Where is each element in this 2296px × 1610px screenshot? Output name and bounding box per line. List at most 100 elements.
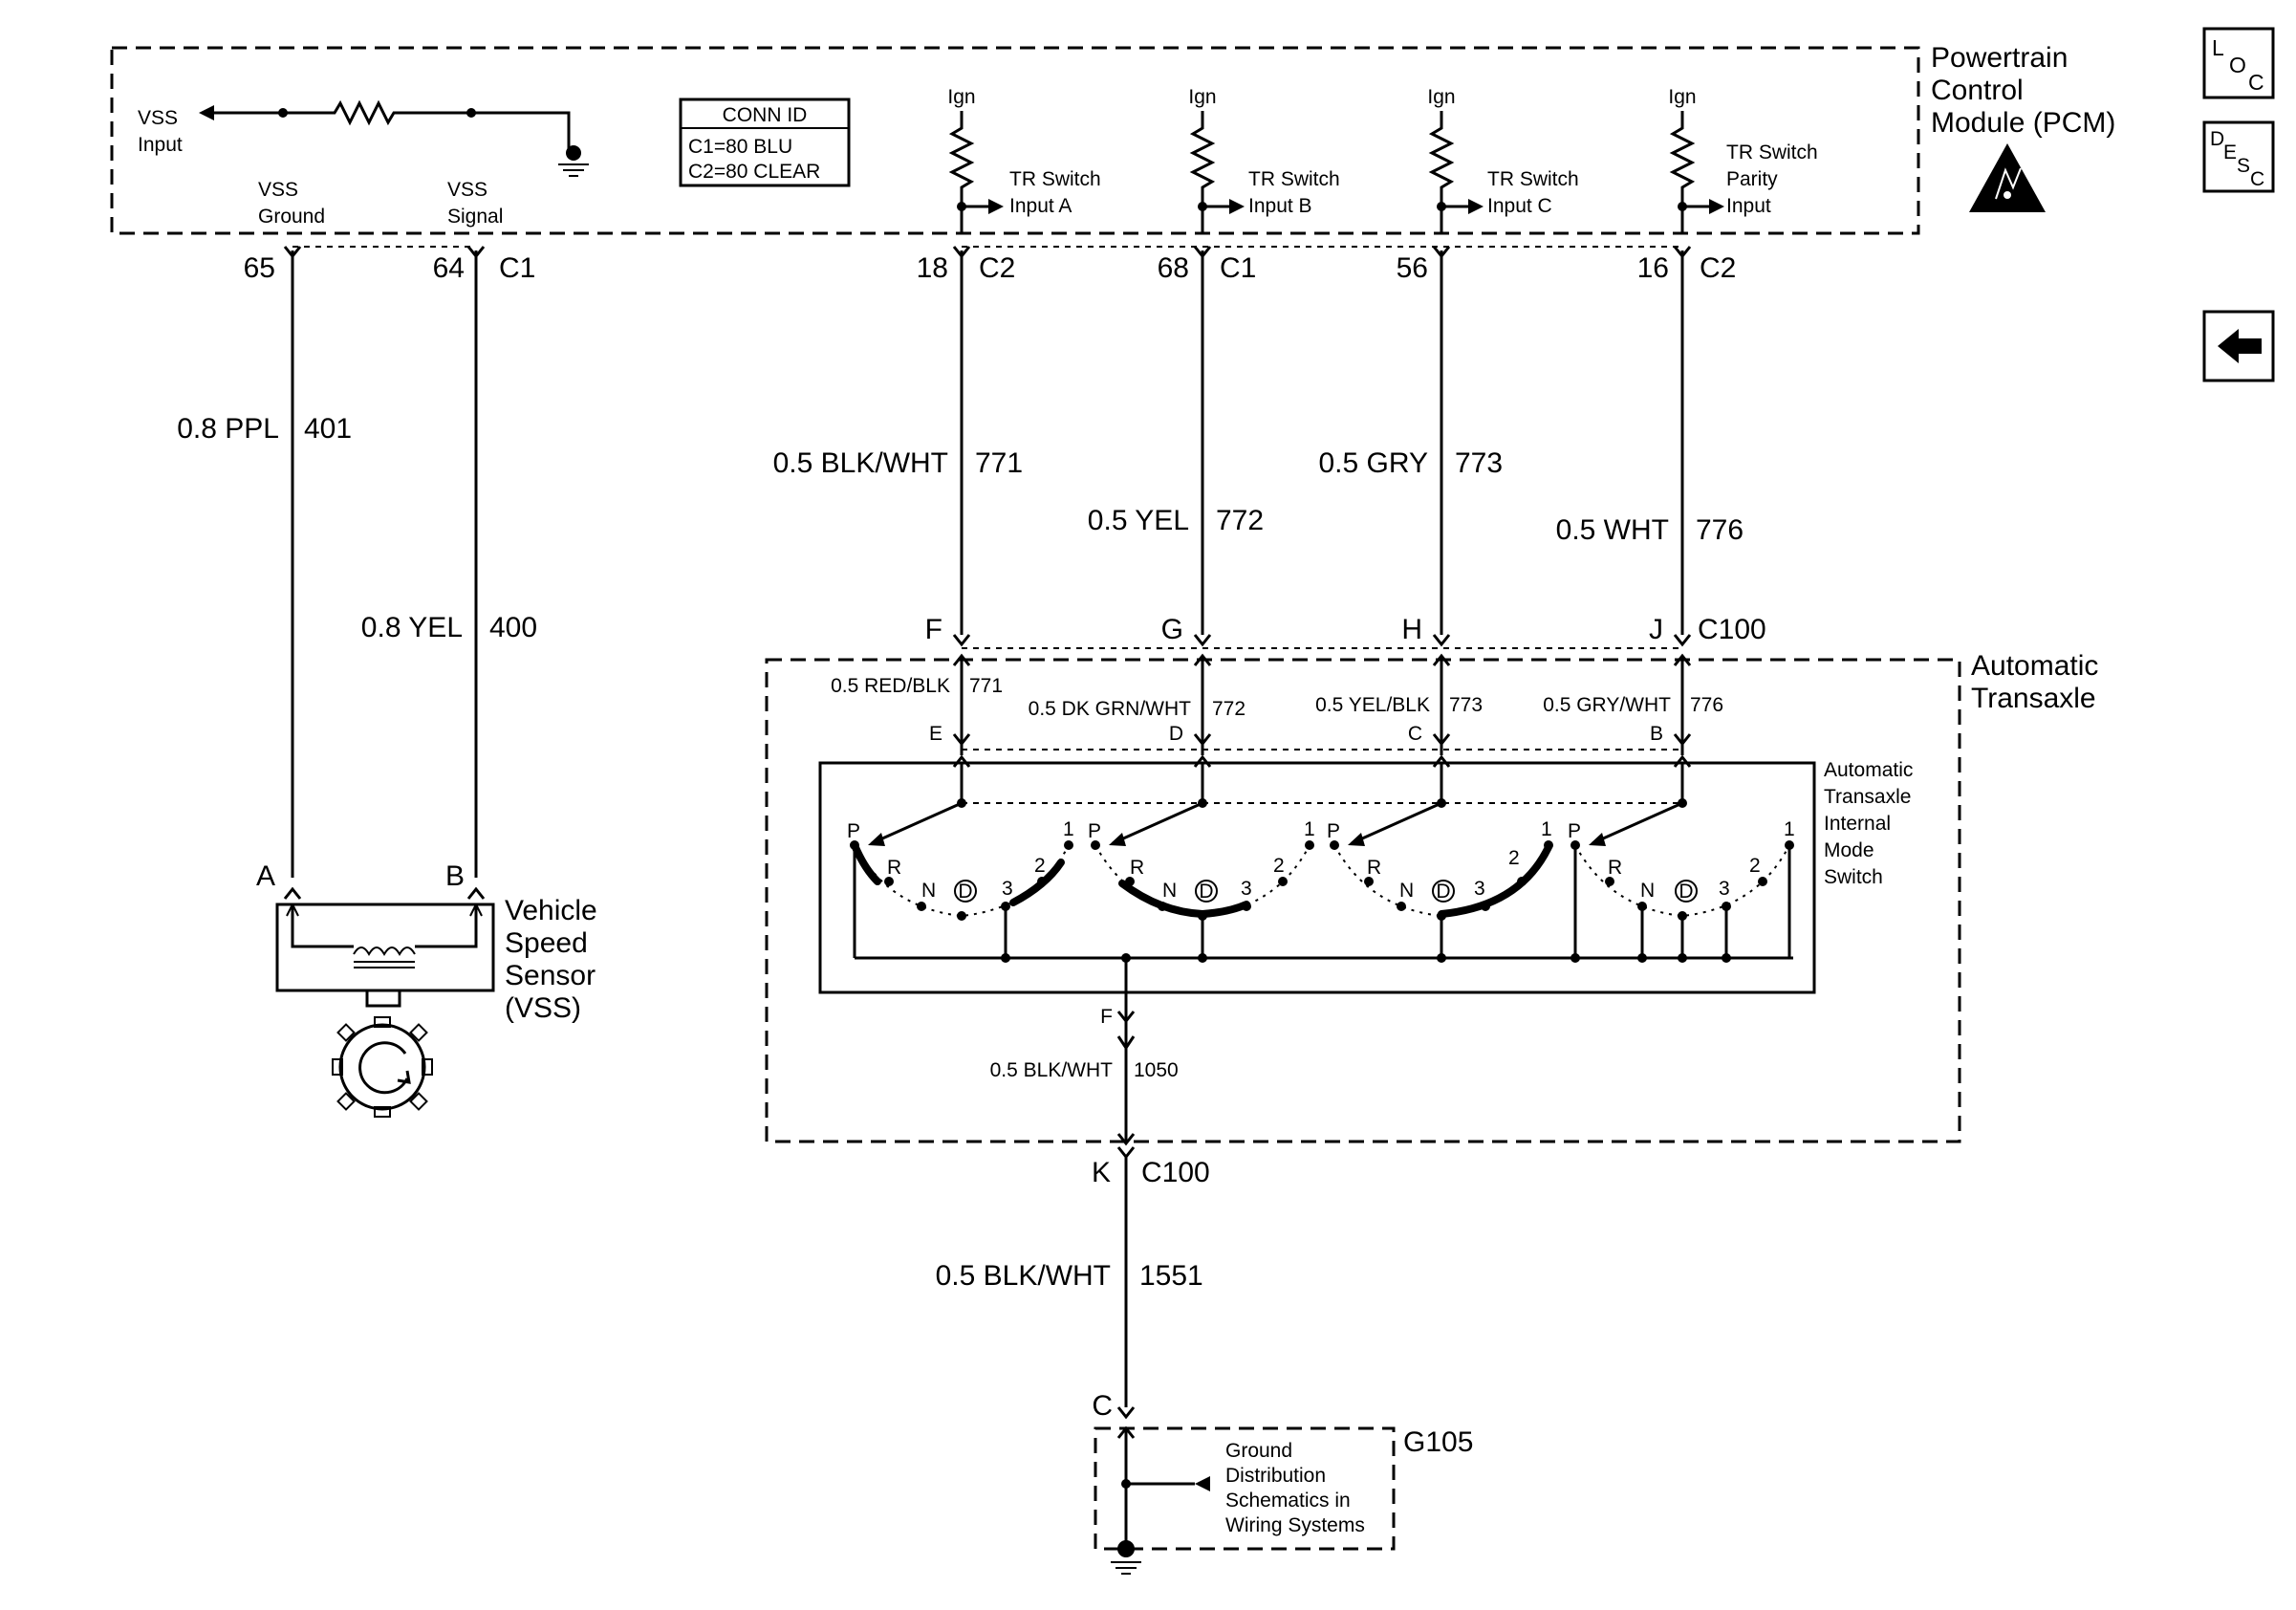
- pin-c1-b: C1: [1220, 252, 1256, 284]
- vss-wires: 0.8 PPL 401 0.8 YEL 400: [177, 250, 537, 878]
- sec-b-pos-n: N: [1162, 880, 1177, 902]
- tr-input-a: Ign TR Switch Input A: [947, 86, 1101, 233]
- switch-pin-c: C: [1408, 723, 1422, 745]
- desc-button[interactable]: D E S C: [2202, 120, 2275, 193]
- wire-1551-circuit: 1551: [1139, 1260, 1203, 1292]
- int-771-circuit: 771: [969, 675, 1003, 697]
- sec-a-pos-r: R: [887, 857, 901, 879]
- sec-b-pos-d: D: [1199, 881, 1213, 903]
- ground-note-3: Schematics in: [1225, 1490, 1351, 1512]
- vss-input-label-1: VSS: [138, 107, 178, 129]
- pin-16: 16: [1637, 252, 1669, 284]
- sec-a-pos-p: P: [847, 820, 860, 842]
- switch-section-a: P R N D 3 2 1: [847, 763, 1074, 963]
- sec-d-pos-1: 1: [1784, 818, 1795, 840]
- pcm-module: Powertrain Control Module (PCM) VSS Inpu…: [110, 42, 2115, 235]
- pin-68: 68: [1158, 252, 1189, 284]
- back-button[interactable]: [2202, 310, 2275, 382]
- pcm-title-3: Module (PCM): [1931, 107, 2115, 139]
- c100-pin-h: H: [1401, 614, 1422, 645]
- wire-776-circuit: 776: [1696, 514, 1744, 546]
- pcm-ground-icon: [558, 145, 589, 177]
- sec-c-pos-1: 1: [1541, 818, 1552, 840]
- sec-d-pos-n: N: [1640, 880, 1655, 902]
- pcm-title-1: Powertrain: [1931, 42, 2068, 74]
- switch-pin-f: F: [1100, 1006, 1113, 1028]
- int-773-color: 0.5 YEL/BLK: [1315, 694, 1430, 716]
- loc-letter-c: C: [2248, 70, 2264, 95]
- mode-switch-outline: [818, 761, 1816, 994]
- wire-771-color: 0.5 BLK/WHT: [773, 447, 948, 479]
- int-772-circuit: 772: [1212, 698, 1245, 720]
- int-1050-circuit: 1050: [1134, 1059, 1179, 1081]
- sec-a-pos-n: N: [921, 880, 936, 902]
- c100-pin-f: F: [925, 614, 942, 645]
- wire-773-circuit: 773: [1455, 447, 1503, 479]
- mode-switch-title-3: Internal: [1824, 813, 1891, 835]
- sec-a-pos-d: D: [958, 881, 972, 903]
- pcm-outline: [110, 46, 1920, 235]
- desc-letter-c: C: [2250, 168, 2264, 190]
- loc-letter-o: O: [2229, 53, 2246, 77]
- tr-input-c-label-1: TR Switch: [1487, 168, 1579, 190]
- wire-773-color: 0.5 GRY: [1318, 447, 1428, 479]
- tr-input-parity-label-3: Input: [1726, 195, 1771, 217]
- mode-switch-title-5: Switch: [1824, 866, 1883, 888]
- int-776-circuit: 776: [1690, 694, 1723, 716]
- sec-c-pos-d: D: [1436, 881, 1450, 903]
- sec-b-pos-p: P: [1088, 820, 1101, 842]
- ground-pin-c: C: [1092, 1390, 1113, 1422]
- sec-a-pos-1: 1: [1063, 818, 1074, 840]
- switch-section-parity: P R N D 3 2 1: [1568, 763, 1795, 963]
- tr-input-a-label-2: Input A: [1009, 195, 1072, 217]
- int-776-color: 0.5 GRY/WHT: [1543, 694, 1671, 716]
- sec-d-pos-p: P: [1568, 820, 1581, 842]
- pin-c2-a: C2: [979, 252, 1015, 284]
- tr-input-b-label-2: Input B: [1248, 195, 1312, 217]
- mode-switch-title-2: Transaxle: [1824, 786, 1911, 808]
- wire-401-color: 0.8 PPL: [177, 413, 279, 445]
- pcm-connector-pins: 65 64 C1 18 C2 68 C1 56 16 C2: [244, 245, 1736, 284]
- wire-400-circuit: 400: [489, 612, 537, 643]
- conn-id-line2: C2=80 CLEAR: [688, 161, 820, 183]
- tr-wires: 0.5 BLK/WHT 771 0.5 YEL 772 0.5 GRY 773 …: [773, 250, 1744, 635]
- vss-ground-label-1: VSS: [258, 179, 298, 201]
- pin-56: 56: [1397, 252, 1428, 284]
- ign-label-p: Ign: [1668, 86, 1696, 108]
- tr-input-b-label-1: TR Switch: [1248, 168, 1340, 190]
- sec-b-pos-2: 2: [1273, 855, 1285, 877]
- pin-18: 18: [917, 252, 948, 284]
- vss-signal-label-1: VSS: [447, 179, 487, 201]
- sec-d-pos-2: 2: [1749, 855, 1761, 877]
- wire-401-circuit: 401: [304, 413, 352, 445]
- pin-65: 65: [244, 252, 275, 284]
- switch-pin-d: D: [1169, 723, 1183, 745]
- ground-note-1: Ground: [1225, 1440, 1292, 1462]
- wire-771-circuit: 771: [975, 447, 1023, 479]
- loc-letter-l: L: [2212, 35, 2224, 60]
- g105-label: G105: [1403, 1426, 1473, 1458]
- sec-a-pos-3: 3: [1002, 878, 1013, 900]
- switch-pin-b: B: [1650, 723, 1663, 745]
- conn-id-title: CONN ID: [723, 104, 808, 126]
- reluctor-wheel-icon: [332, 1016, 433, 1118]
- loc-button[interactable]: L O C: [2202, 27, 2275, 99]
- tr-input-a-label-1: TR Switch: [1009, 168, 1101, 190]
- g105-outline: [1094, 1426, 1396, 1551]
- c100-label-top: C100: [1698, 614, 1766, 645]
- vss-ground-label-2: Ground: [258, 206, 325, 228]
- pin-c1-vss: C1: [499, 252, 535, 284]
- c100-pin-k: K: [1092, 1157, 1111, 1188]
- vss-input-label-2: Input: [138, 134, 183, 156]
- switch-section-b: P R N D 3 2 1: [1088, 763, 1315, 963]
- tr-input-c-label-2: Input C: [1487, 195, 1552, 217]
- c100-connector-top: F G H J C100: [925, 614, 1766, 667]
- tr-input-parity: Ign TR Switch Parity Input: [1668, 86, 1818, 233]
- ground-symbol-icon: [1111, 1540, 1141, 1575]
- conn-id-box: CONN ID C1=80 BLU C2=80 CLEAR: [679, 98, 851, 187]
- int-1050-color: 0.5 BLK/WHT: [990, 1059, 1114, 1081]
- sec-c-pos-p: P: [1327, 820, 1340, 842]
- conn-id-line1: C1=80 BLU: [688, 136, 792, 158]
- int-772-color: 0.5 DK GRN/WHT: [1029, 698, 1192, 720]
- int-773-circuit: 773: [1449, 694, 1483, 716]
